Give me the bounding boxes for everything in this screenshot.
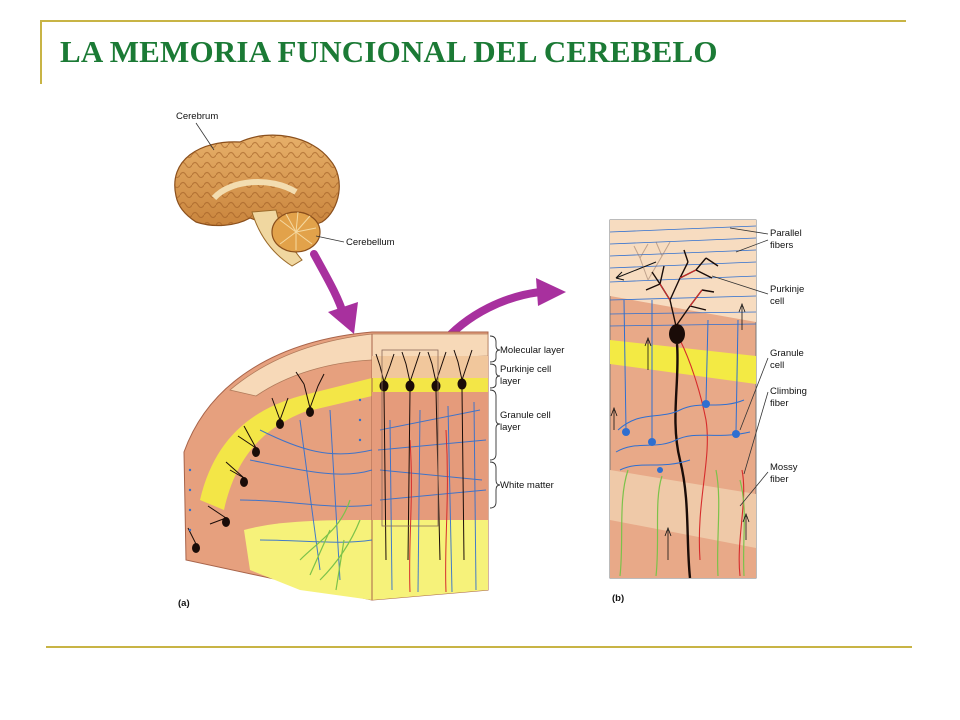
label-white-matter: White matter <box>500 480 554 491</box>
granule-cells-b <box>622 400 740 473</box>
leader-cerebrum <box>195 122 215 151</box>
slide-title: LA MEMORIA FUNCIONAL DEL CEREBELO <box>60 34 718 69</box>
brain-illustration <box>174 134 340 267</box>
label-cerebrum: Cerebrum <box>176 111 218 122</box>
purkinje-cells-fold <box>192 407 314 553</box>
top-rule <box>40 20 906 22</box>
panel-label-b: (b) <box>612 593 624 604</box>
corpus-callosum <box>211 179 298 201</box>
label-cerebellum: Cerebellum <box>346 237 395 248</box>
label-granule-layer-1: Granule cell <box>500 410 551 421</box>
label-purkinje-cell-1: Purkinje <box>770 284 804 295</box>
tissue-block-a <box>183 331 489 601</box>
label-purkinje-layer-2: layer <box>500 376 521 387</box>
purkinje-cells-a <box>375 349 473 561</box>
label-granule-layer-2: layer <box>500 422 521 433</box>
label-mossy-fiber-1: Mossy <box>770 462 798 473</box>
label-climbing-fiber-1: Climbing <box>770 386 807 397</box>
arrow-down-icon <box>310 250 358 334</box>
label-climbing-fiber-2: fiber <box>770 398 788 409</box>
label-purkinje-layer-1: Purkinje cell <box>500 364 551 375</box>
layer-braces-a <box>489 335 501 509</box>
leader-cerebellum <box>315 235 345 243</box>
purkinje-axon <box>674 343 692 579</box>
parallel-arrow-icon <box>615 261 657 279</box>
panel-label-a: (a) <box>178 598 190 609</box>
arbor-vitae <box>279 211 317 250</box>
label-mossy-fiber-2: fiber <box>770 474 788 485</box>
label-granule-cell-1: Granule <box>770 348 804 359</box>
bottom-rule <box>46 646 912 648</box>
left-rule <box>40 20 42 84</box>
zoom-panel-b <box>609 219 757 579</box>
label-molecular-layer: Molecular layer <box>500 345 564 356</box>
label-purkinje-cell-2: cell <box>770 296 784 307</box>
purkinje-soma <box>669 324 685 344</box>
leaders-b <box>711 227 769 507</box>
label-parallel-fibers-1: Parallel <box>770 228 802 239</box>
label-parallel-fibers-2: fibers <box>770 240 793 251</box>
label-granule-cell-2: cell <box>770 360 784 371</box>
